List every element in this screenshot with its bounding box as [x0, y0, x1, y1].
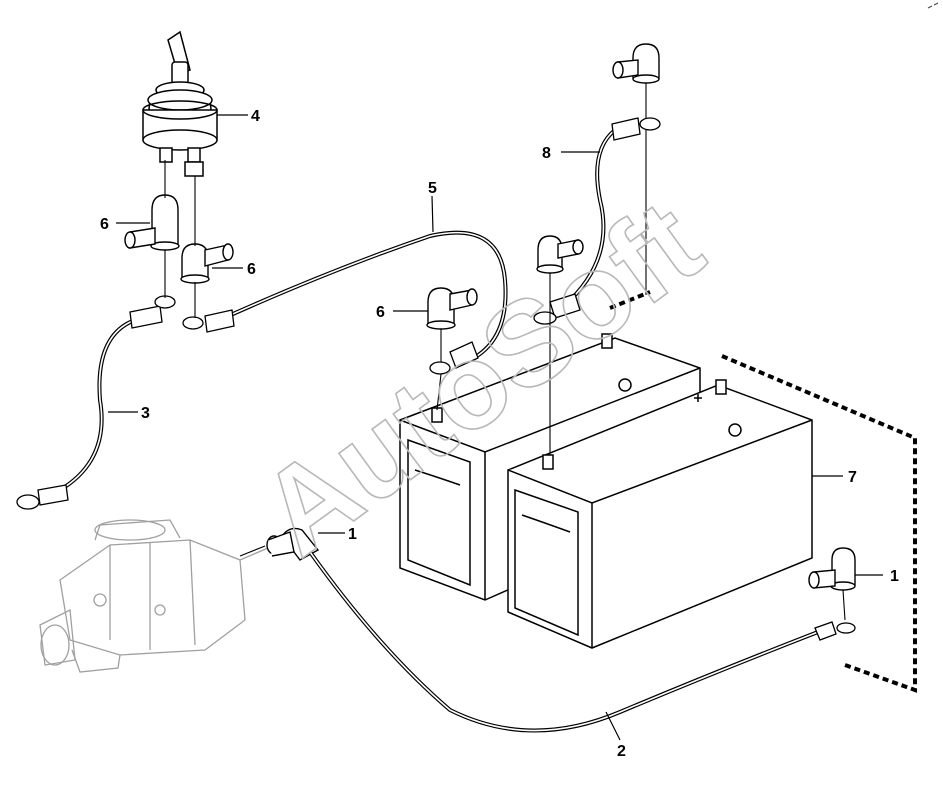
callout-6-switch-left: 6 [100, 216, 109, 233]
callout-3: 3 [141, 405, 150, 422]
terminal-cap-top-right [612, 43, 660, 84]
callout-8: 8 [542, 145, 551, 162]
battery-front [507, 379, 813, 649]
callout-7: 7 [848, 469, 857, 486]
callout-1-starter: 1 [348, 526, 357, 543]
callout-2: 2 [617, 743, 626, 760]
terminal-cap-switch-right [180, 243, 234, 284]
leader-lines [108, 114, 883, 741]
cable-2 [308, 550, 856, 733]
callout-6-battery: 6 [376, 304, 385, 321]
starter-motor [39, 519, 269, 673]
terminal-cap-battery-negative [808, 547, 856, 591]
ground-strap-dashed [609, 290, 917, 693]
callout-5: 5 [428, 180, 437, 197]
cable-3 [16, 295, 176, 510]
battery-disconnect-switch [142, 30, 218, 177]
cable-5 [182, 230, 508, 375]
terminal-cap-battery-left [426, 287, 478, 330]
corner-mark [927, 2, 939, 9]
terminal-cap-battery-mid [536, 235, 584, 274]
callout-1-battery: 1 [890, 568, 899, 585]
callout-6-switch-right: 6 [247, 261, 256, 278]
terminal-cap-starter [266, 527, 320, 561]
callout-4: 4 [251, 108, 260, 125]
alignment-lines [164, 83, 846, 621]
cable-8 [533, 117, 661, 325]
